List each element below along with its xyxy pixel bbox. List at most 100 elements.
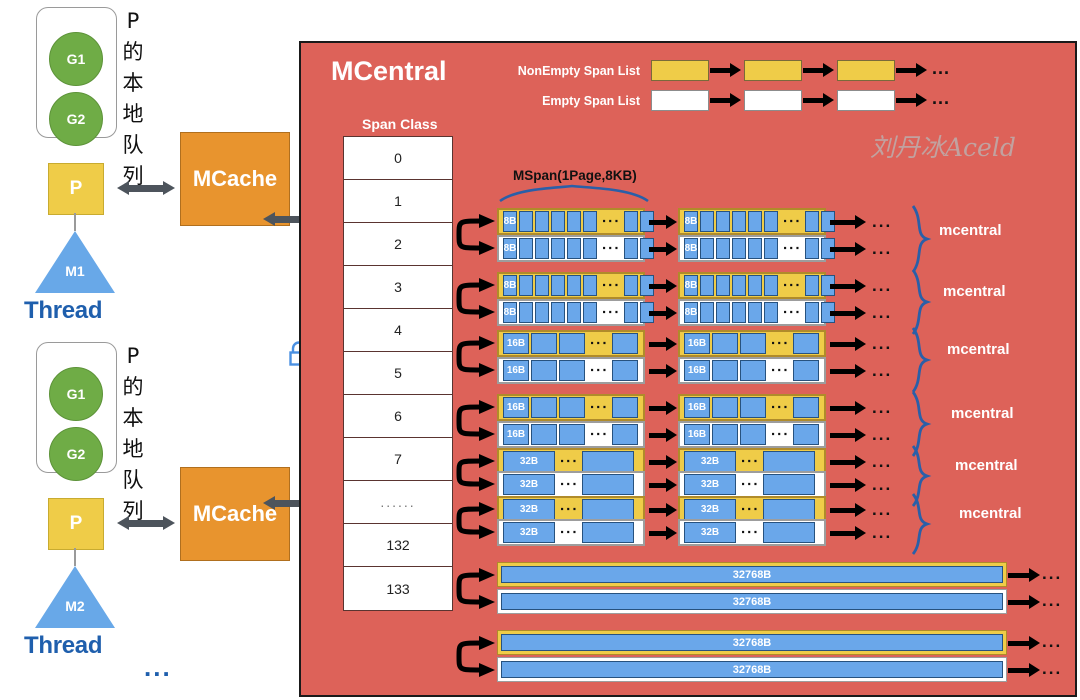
span-16B-nonempty-6-col0[interactable]: 16B∙∙∙: [497, 394, 645, 421]
span-16B-nonempty-6-col1[interactable]: 16B∙∙∙: [678, 394, 826, 421]
span-cell: [764, 211, 778, 232]
goroutine-g1-1[interactable]: G1: [49, 32, 103, 86]
span-cell: [792, 333, 819, 354]
span-32B-empty-11-col1[interactable]: 32B∙∙∙: [678, 519, 826, 546]
machine-m1-triangle[interactable]: [35, 231, 115, 293]
mspan-caption: MSpan(1Page,8KB): [513, 168, 637, 183]
span-link-arrow: [830, 427, 866, 442]
span-32768B-empty-15[interactable]: 32768B: [497, 657, 1007, 682]
span-cell-label: 32B: [503, 522, 555, 543]
span-cell: [740, 333, 766, 354]
span-cell: [748, 238, 762, 259]
span-class-row-6[interactable]: 6: [344, 395, 452, 438]
span-32768B-nonempty-14[interactable]: 32768B: [497, 630, 1007, 655]
span-cell-label: 32B: [684, 499, 736, 520]
span-32B-nonempty-10-col1[interactable]: 32B∙∙∙: [678, 496, 826, 523]
span-cell-label: 16B: [684, 397, 710, 418]
span-class-row-7[interactable]: 7: [344, 438, 452, 481]
span-16B-nonempty-4-col0[interactable]: 16B∙∙∙: [497, 330, 645, 357]
span-link-arrow: [649, 214, 677, 229]
span-8B-nonempty-2-col0[interactable]: 8B∙∙∙: [497, 272, 654, 299]
span-cell: [611, 424, 638, 445]
span-class-row-xxxxxx[interactable]: ......: [344, 481, 452, 524]
span-16B-empty-5-col0[interactable]: 16B∙∙∙: [497, 357, 645, 384]
span-8B-nonempty-0-col0[interactable]: 8B∙∙∙: [497, 208, 654, 235]
span-cell: [623, 302, 638, 323]
span-8B-nonempty-0-col1[interactable]: 8B∙∙∙: [678, 208, 835, 235]
span-cell: [804, 275, 819, 296]
span-32B-empty-9-col0[interactable]: 32B∙∙∙: [497, 471, 645, 498]
span-class-fork-connector: [456, 502, 495, 539]
span-link-arrow: [649, 502, 677, 517]
span-link-arrow: [830, 363, 866, 378]
goroutine-g2-1[interactable]: G2: [49, 92, 103, 146]
span-cell: [531, 360, 557, 381]
span-cell: [559, 397, 585, 418]
legend-arrow-ne-1: [710, 62, 741, 77]
span-cells-ellipsis: ∙∙∙: [590, 335, 609, 352]
span-class-row-0[interactable]: 0: [344, 137, 452, 180]
span-32768B-empty-13[interactable]: 32768B: [497, 589, 1007, 614]
span-cell-label: 32B: [503, 451, 555, 472]
span-row-trailing-dots: ...: [872, 361, 893, 380]
legend-nonempty-node-2: [744, 60, 802, 81]
span-cell: [535, 275, 549, 296]
mcache-box-1[interactable]: MCache: [180, 132, 290, 226]
span-cell-label: 16B: [503, 397, 529, 418]
local-queue-label-2: P的本地队列: [122, 344, 144, 523]
span-class-row-2[interactable]: 2: [344, 223, 452, 266]
span-link-arrow: [830, 525, 866, 540]
span-16B-nonempty-4-col1[interactable]: 16B∙∙∙: [678, 330, 826, 357]
span-cell: [519, 238, 533, 259]
mcentral-group-brace: [911, 269, 932, 335]
span-8B-empty-1-col1[interactable]: 8B∙∙∙: [678, 235, 835, 262]
span-cell: [792, 424, 819, 445]
span-cell-label: 32768B: [501, 634, 1003, 651]
goroutine-g2-2[interactable]: G2: [49, 427, 103, 481]
legend-arrow-em-1: [710, 92, 741, 107]
mcache-box-2[interactable]: MCache: [180, 467, 290, 561]
span-cell: [567, 238, 581, 259]
mcentral-group-brace: [911, 205, 932, 273]
span-link-arrow: [649, 525, 677, 540]
span-class-row-3[interactable]: 3: [344, 266, 452, 309]
span-32B-nonempty-8-col1[interactable]: 32B∙∙∙: [678, 448, 826, 475]
span-8B-empty-3-col1[interactable]: 8B∙∙∙: [678, 299, 835, 326]
span-8B-empty-3-col0[interactable]: 8B∙∙∙: [497, 299, 654, 326]
span-cell: [700, 302, 714, 323]
span-32B-empty-9-col1[interactable]: 32B∙∙∙: [678, 471, 826, 498]
span-link-arrow: [1008, 662, 1040, 677]
processor-p-2[interactable]: P: [48, 498, 104, 550]
span-cell: [700, 238, 714, 259]
local-queue-label-1: P的本地队列: [122, 9, 144, 188]
span-class-row-5[interactable]: 5: [344, 352, 452, 395]
goroutine-g1-2[interactable]: G1: [49, 367, 103, 421]
span-link-arrow: [830, 502, 866, 517]
span-cells-ellipsis: ∙∙∙: [783, 213, 802, 230]
span-cells-ellipsis: ∙∙∙: [590, 426, 609, 443]
span-cell-label: 32B: [684, 522, 736, 543]
span-16B-empty-7-col0[interactable]: 16B∙∙∙: [497, 421, 645, 448]
span-class-row-1[interactable]: 1: [344, 180, 452, 223]
span-16B-empty-7-col1[interactable]: 16B∙∙∙: [678, 421, 826, 448]
span-8B-nonempty-2-col1[interactable]: 8B∙∙∙: [678, 272, 835, 299]
span-class-row-133[interactable]: 133: [344, 567, 452, 610]
span-32768B-nonempty-12[interactable]: 32768B: [497, 562, 1007, 587]
span-8B-empty-1-col0[interactable]: 8B∙∙∙: [497, 235, 654, 262]
span-32B-empty-11-col0[interactable]: 32B∙∙∙: [497, 519, 645, 546]
span-class-row-4[interactable]: 4: [344, 309, 452, 352]
mcentral-group-label-2: mcentral: [947, 341, 1010, 358]
mcentral-group-brace: [911, 391, 932, 457]
span-class-fork-connector: [456, 278, 495, 319]
span-cells-ellipsis: ∙∙∙: [602, 213, 621, 230]
span-cell: [716, 275, 730, 296]
span-cell: [712, 333, 738, 354]
span-cell: [583, 238, 597, 259]
processor-p-1[interactable]: P: [48, 163, 104, 215]
span-link-arrow: [830, 305, 866, 320]
machine-m2-triangle[interactable]: [35, 566, 115, 628]
span-class-row-132[interactable]: 132: [344, 524, 452, 567]
span-16B-empty-5-col1[interactable]: 16B∙∙∙: [678, 357, 826, 384]
nonempty-span-list-label: NonEmpty Span List: [517, 64, 640, 78]
